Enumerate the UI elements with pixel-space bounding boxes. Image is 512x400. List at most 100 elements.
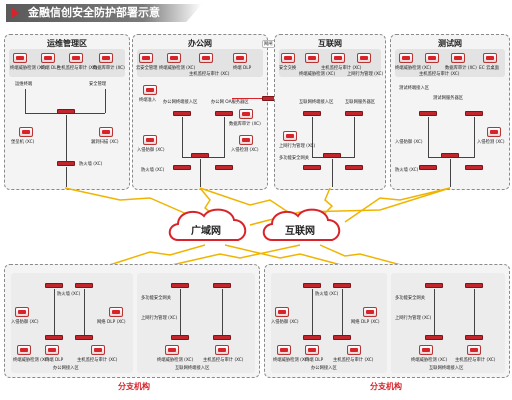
branch1-fw-b bbox=[75, 283, 93, 288]
test-ad-icon bbox=[487, 127, 501, 137]
office-edr-icon bbox=[167, 53, 181, 63]
branch2-edr2-icon bbox=[419, 345, 433, 355]
test-ad-label: 入侵检测 (XC) bbox=[477, 140, 505, 145]
internet-term-area-label: 互联网终端接入区 bbox=[299, 100, 334, 105]
zone-branch-2: 防火墙 (XC) 入侵防御 (XC) 网络 DLP (XC) 终端威胁检测 (X… bbox=[264, 264, 510, 378]
internet-host-audit-label: 主机监控与审计 (XC) bbox=[321, 66, 362, 71]
office-cloud-icon bbox=[139, 53, 153, 63]
branch2-netdlp-icon bbox=[363, 307, 377, 317]
test-fw-device-b bbox=[465, 165, 483, 170]
office-edr-label: 终端威胁检测 (XC) bbox=[159, 66, 196, 71]
branch2-fw-a bbox=[303, 283, 321, 288]
test-ips-label: 入侵防御 (XC) bbox=[395, 140, 423, 145]
office-ad-icon bbox=[239, 135, 253, 145]
internet-multigw-label: 多功能安全网关 bbox=[279, 156, 310, 161]
office-dlp-label: 终端 DLP bbox=[233, 66, 252, 71]
test-cloud-icon bbox=[483, 53, 497, 63]
zone-test-title: 测试网 bbox=[438, 39, 462, 48]
branch1-netdlp-icon bbox=[109, 307, 123, 317]
office-ad-label: 入侵检测 (XC) bbox=[231, 148, 259, 153]
diagram-title: 金融信创安全防护部署示意 bbox=[28, 6, 160, 19]
office-fw-label: 防火墙 (XC) bbox=[141, 168, 165, 173]
branch2-edr-icon bbox=[277, 345, 291, 355]
branch1-fw-label: 防火墙 (XC) bbox=[57, 292, 81, 297]
office-host-audit-icon bbox=[199, 53, 213, 63]
diagram-title-bar: 金融信创安全防护部署示意 bbox=[6, 4, 202, 22]
test-db-audit-label: 数据库审计 (XC) bbox=[445, 66, 477, 71]
branch1-behavior-label: 上网行为管理 (XC) bbox=[141, 316, 178, 321]
ops-host-audit-icon bbox=[69, 53, 83, 63]
office-cloud-label: 云安全管理 bbox=[136, 66, 158, 71]
internet-behavior-label: 上网行为管理 (XC) bbox=[279, 144, 316, 149]
zone-office-title: 办公网 bbox=[188, 39, 212, 48]
office-db-audit-label: 数据库审计 (XC) bbox=[229, 122, 261, 127]
ops-fw-label: 防火墙 (XC) bbox=[79, 162, 103, 167]
branch1-edr2-label: 终端威胁检测 (XC) bbox=[157, 358, 194, 363]
branch2-inet-switch bbox=[425, 335, 443, 340]
ops-db-audit-icon bbox=[99, 53, 113, 63]
branch1-ips-icon bbox=[15, 307, 29, 317]
branch1-host-audit2-icon bbox=[215, 345, 229, 355]
bolt-internet-inet bbox=[319, 187, 334, 219]
office-fw-device-b bbox=[215, 165, 233, 170]
branch2-host-audit2-label: 主机监控与审计 (XC) bbox=[455, 358, 496, 363]
branch2-fw-b bbox=[333, 283, 351, 288]
zone-internet: 互联网 安全交换 终端威胁检测 (XC) 主机监控与审计 (XC) 上网行为管理… bbox=[274, 34, 386, 190]
office-dlp-icon bbox=[233, 53, 247, 63]
office-switch-b bbox=[215, 111, 233, 116]
branch2-dlp-icon bbox=[305, 345, 319, 355]
branch2-dlp-label: 终端 DLP bbox=[305, 358, 324, 363]
ops-fw-device bbox=[57, 161, 75, 166]
branch1-fw-a bbox=[45, 283, 63, 288]
branch1-host-audit-icon bbox=[91, 345, 105, 355]
branch1-inet-fw-b bbox=[213, 283, 231, 288]
branch2-host-audit-icon bbox=[347, 345, 361, 355]
internet-secgw-label: 安全交换 bbox=[279, 66, 297, 71]
branch1-title: 分支机构 bbox=[118, 382, 150, 391]
branch2-switch-b bbox=[333, 335, 351, 340]
branch2-office-area-label: 办公网接入区 bbox=[311, 366, 337, 371]
test-fw-device bbox=[419, 165, 437, 170]
branch1-inet-switch bbox=[171, 335, 189, 340]
internet-online-audit-label: 上网行为管理 (XC) bbox=[347, 72, 384, 77]
branch2-switch bbox=[303, 335, 321, 340]
ops-host-audit-label: 主机监控与审计 (XC) bbox=[57, 66, 98, 71]
test-edr-label: 终端威胁检测 (XC) bbox=[395, 66, 432, 71]
office-ips-label: 入侵防御 (XC) bbox=[137, 148, 165, 153]
branch2-behavior-label: 上网行为管理 (XC) bbox=[395, 316, 432, 321]
branch2-netdlp-label: 网络 DLP (XC) bbox=[351, 320, 380, 325]
branch1-dlp-label: 终端 DLP bbox=[45, 358, 64, 363]
branch1-inet-panel bbox=[137, 273, 255, 373]
branch1-edr2-icon bbox=[165, 345, 179, 355]
office-oa-label: 办公网 OA服务器区 bbox=[211, 100, 249, 105]
branch2-fw-label: 防火墙 (XC) bbox=[315, 292, 339, 297]
branch1-netdlp-label: 网络 DLP (XC) bbox=[97, 320, 126, 325]
test-core-switch bbox=[441, 153, 459, 158]
branch1-edr-label: 终端威胁检测 (XC) bbox=[13, 358, 50, 363]
test-term-area-label: 测试终端接入区 bbox=[399, 86, 430, 91]
test-db-audit-icon bbox=[451, 53, 465, 63]
title-marker-icon bbox=[12, 8, 19, 18]
ops-bastion-icon bbox=[19, 127, 33, 137]
test-host-audit-icon bbox=[425, 53, 439, 63]
ops-vuln-label: 漏洞扫描 (XC) bbox=[91, 140, 119, 145]
branch1-inet-switch-b bbox=[213, 335, 231, 340]
ops-dlp-label: 终端 DLP bbox=[41, 66, 60, 71]
office-host-audit-label: 主机监控与审计 (XC) bbox=[189, 72, 230, 77]
branch2-edr2-label: 终端威胁检测 (XC) bbox=[411, 358, 448, 363]
branch1-inet-area-label: 互联网终端接入区 bbox=[175, 366, 210, 371]
test-server-label: 测试网服务器区 bbox=[433, 96, 464, 101]
branch2-inet-fw-a bbox=[425, 283, 443, 288]
branch1-office-area-label: 办公网接入区 bbox=[53, 366, 79, 371]
bolt-office-wan bbox=[199, 187, 221, 221]
internet-fw-device-b bbox=[345, 165, 363, 170]
branch2-ips-icon bbox=[275, 307, 289, 317]
branch2-inet-area-label: 互联网终端接入区 bbox=[429, 366, 464, 371]
ops-edr-label: 终端威胁检测 (XC) bbox=[10, 66, 47, 71]
internet-switch-a bbox=[303, 111, 321, 116]
branch1-host-audit2-label: 主机监控与审计 (XC) bbox=[203, 358, 244, 363]
test-switch-b bbox=[465, 111, 483, 116]
ops-core-switch bbox=[57, 109, 75, 114]
internet-host-audit-icon bbox=[331, 53, 345, 63]
test-fw-label: 防火墙 (XC) bbox=[395, 168, 419, 173]
